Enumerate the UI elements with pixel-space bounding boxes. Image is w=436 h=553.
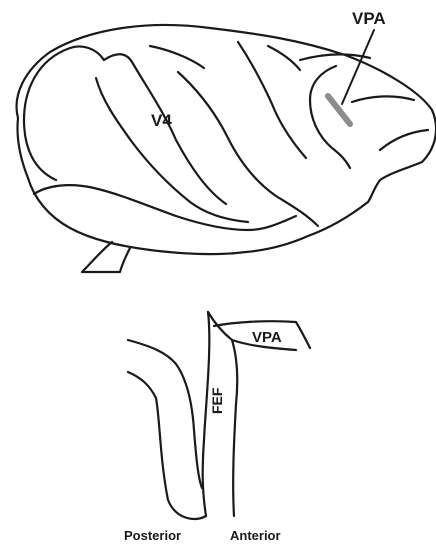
v4-label: V4 xyxy=(151,111,172,130)
frontal-pole-sulcus xyxy=(380,130,428,150)
fef-label: FEF xyxy=(209,387,225,414)
posterior-label: Posterior xyxy=(124,528,181,543)
central-sulcus xyxy=(238,42,306,158)
vpa-recording-site xyxy=(328,96,350,124)
parietal-sulcus-1 xyxy=(150,46,204,68)
brain-outline xyxy=(17,25,436,254)
intraparietal-sulcus xyxy=(178,72,318,226)
section-anterior-inner xyxy=(232,340,237,516)
principal-sulcus xyxy=(352,96,414,102)
vpa-label-top: VPA xyxy=(352,9,386,28)
vpa-label-section: VPA xyxy=(252,329,282,346)
lunate-sulcus xyxy=(24,47,104,181)
sulcus-cross-section xyxy=(128,312,310,519)
temporal-lobe-boundary xyxy=(34,185,296,230)
frontal-sulcus xyxy=(300,54,370,60)
parietal-sulcus-2 xyxy=(268,46,300,70)
section-posterior-bank xyxy=(128,340,202,488)
vpa-pointer-line xyxy=(342,30,374,104)
brain-lateral-view xyxy=(17,25,436,272)
superior-temporal-sulcus-lower xyxy=(96,78,248,222)
anterior-label: Anterior xyxy=(230,528,281,543)
